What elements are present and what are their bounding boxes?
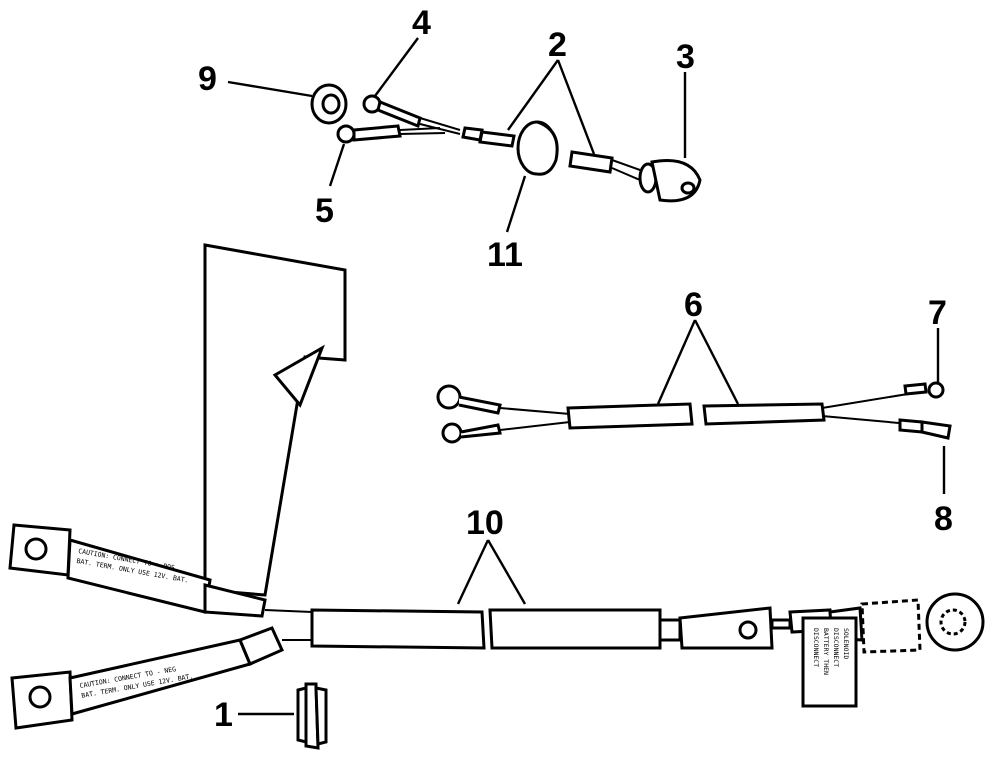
callout-3: 3: [676, 38, 695, 76]
part-10-negative-cable: [10, 626, 284, 730]
callout-4: 4: [412, 4, 431, 42]
part-1-grommet: [296, 682, 328, 750]
part-10-positive-cable: [8, 523, 267, 618]
callout-10: 10: [466, 504, 504, 542]
callout-1: 1: [214, 696, 233, 734]
part-2-lead: [461, 126, 516, 148]
solenoid-label-line-1: DISCONNECT: [812, 628, 820, 667]
part-11-boot: [516, 120, 559, 176]
part-9-nut: [310, 83, 348, 125]
callout-11: 11: [487, 236, 523, 274]
part-10-boot-cover: [203, 243, 347, 597]
callout-6: 6: [684, 286, 703, 324]
part-4-terminal: [362, 94, 461, 135]
part-10-main-cable: [264, 592, 985, 654]
callout-2: 2: [548, 26, 567, 64]
solenoid-label-line-4: SOLENOID: [842, 628, 850, 659]
solenoid-label-line-2: BATTERY THEN: [822, 628, 830, 675]
part-6-harness: [436, 381, 952, 444]
part-5-terminal: [336, 124, 446, 144]
leader-lines: [227, 37, 946, 716]
solenoid-label-line-3: DISCONNECT: [832, 628, 840, 667]
callout-numbers: 9 4 5 2 3 11 6 7 8 10 1: [198, 4, 953, 734]
callout-9: 9: [198, 60, 217, 98]
callout-7: 7: [928, 294, 947, 332]
part-3-switch: [568, 150, 702, 203]
callout-5: 5: [315, 192, 334, 230]
solenoid-tag: DISCONNECT BATTERY THEN DISCONNECT SOLEN…: [801, 616, 858, 708]
callout-8: 8: [934, 500, 953, 538]
